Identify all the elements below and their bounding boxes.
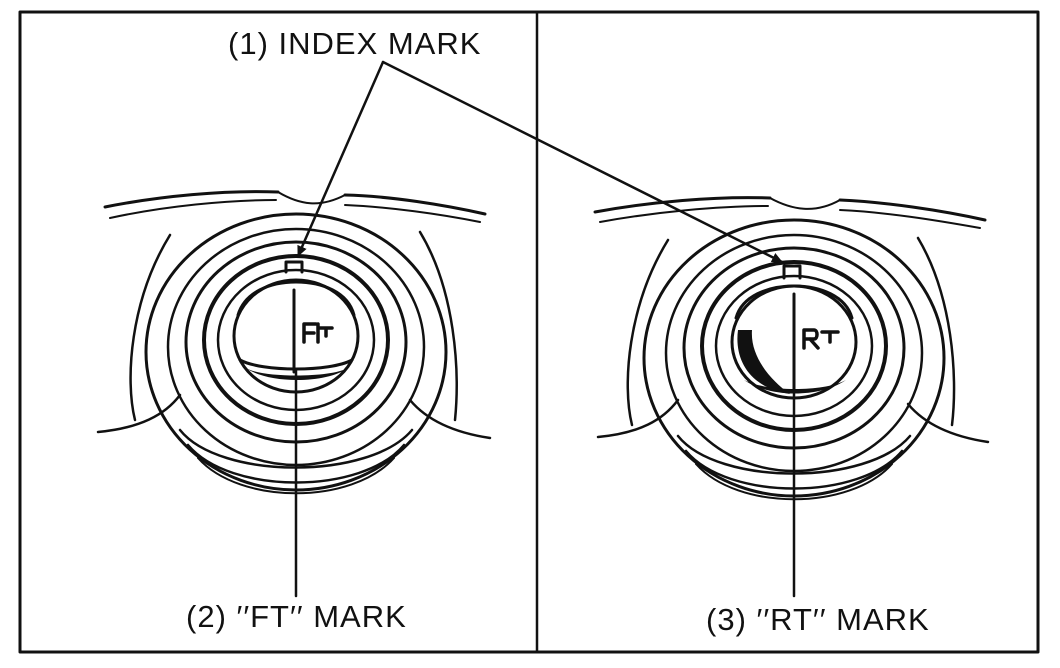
ft-symbol xyxy=(302,322,334,344)
ft-mark-label: (2) ′′FT′′ MARK xyxy=(186,599,407,634)
index-mark-label: (1) INDEX MARK xyxy=(228,26,481,61)
ft-cap-illustration xyxy=(96,190,492,495)
ft-index-tab xyxy=(284,260,304,274)
rt-cap-illustration xyxy=(593,196,990,501)
rt-index-tab xyxy=(782,264,802,280)
index-arrow-left xyxy=(296,60,385,258)
rt-symbol xyxy=(802,328,840,350)
index-arrow-right xyxy=(381,60,784,264)
rt-mark-label: (3) ′′RT′′ MARK xyxy=(706,602,930,637)
figure-frame xyxy=(18,10,1040,654)
